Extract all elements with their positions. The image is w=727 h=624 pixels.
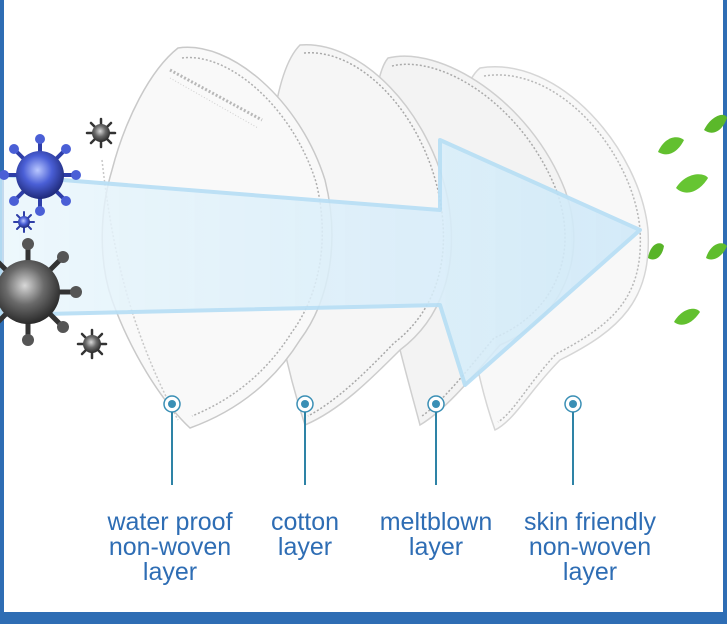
virus-icon [0, 238, 82, 346]
label-line: layer [562, 558, 618, 586]
leaf-icon [648, 243, 664, 260]
leaf-icon [674, 308, 700, 325]
layer-label-cotton: cotton layer [255, 510, 355, 560]
label-line: layer [408, 533, 464, 561]
layer-label-water-proof: water proof non-woven layer [90, 510, 250, 585]
label-line: meltblown [379, 508, 493, 536]
label-line: layer [142, 558, 198, 586]
leaf-icon [676, 174, 708, 193]
label-line: water proof [107, 508, 233, 536]
label-line: layer [277, 533, 333, 561]
virus-icon [0, 134, 81, 216]
leaf-icon [658, 137, 684, 155]
layer-label-skin-friendly: skin friendly non-woven layer [508, 510, 672, 585]
frame-bottom-border [0, 612, 727, 624]
virus-icon [13, 211, 35, 233]
layer-connector-1 [163, 395, 181, 485]
label-line: non-woven [108, 533, 232, 561]
label-line: skin friendly [524, 508, 656, 536]
leaf-icon [706, 243, 727, 260]
label-line: non-woven [528, 533, 652, 561]
virus-icon [76, 328, 108, 360]
layer-connector-4 [564, 395, 582, 485]
leaf-icon [704, 114, 727, 133]
layer-label-meltblown: meltblown layer [366, 510, 506, 560]
frame-right-border [723, 0, 727, 624]
airflow-arrow [0, 138, 642, 387]
virus-icon [85, 117, 117, 149]
layer-connector-2 [296, 395, 314, 485]
label-line: cotton [270, 508, 340, 536]
layer-connector-3 [427, 395, 445, 485]
